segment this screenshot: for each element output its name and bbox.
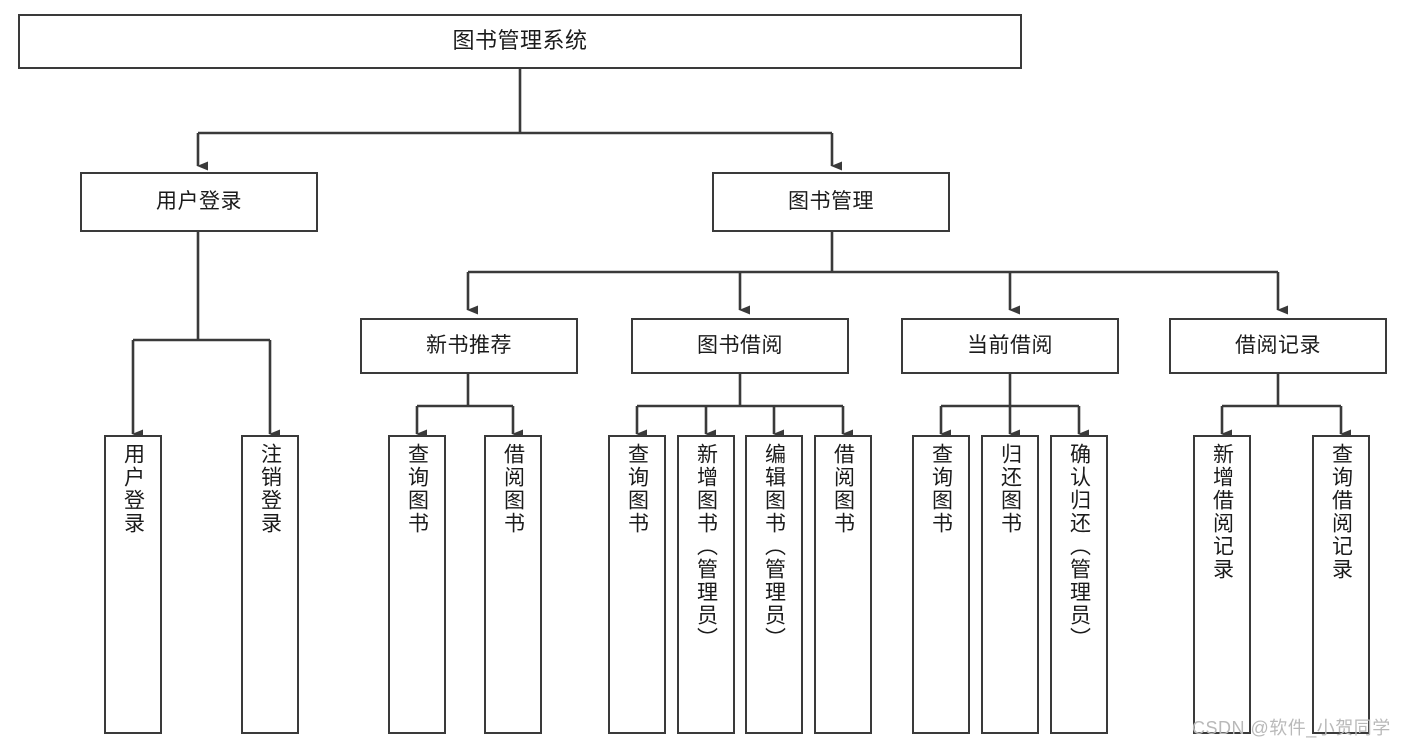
leaf-borrow-book[interactable]: 借阅图书 <box>814 435 872 734</box>
node-label: 借阅图书 <box>501 443 525 535</box>
node-label: 查询图书 <box>625 443 649 535</box>
node-label: 确认归还（管理员） <box>1067 443 1091 650</box>
node-label: 当前借阅 <box>967 334 1053 358</box>
node-label: 注销登录 <box>258 443 282 535</box>
leaf-borrow-book-recommend[interactable]: 借阅图书 <box>484 435 542 734</box>
node-user-login[interactable]: 用户登录 <box>80 172 318 232</box>
node-label: 新增图书（管理员） <box>694 443 718 650</box>
node-root-system[interactable]: 图书管理系统 <box>18 14 1022 69</box>
node-label: 借阅记录 <box>1235 334 1321 358</box>
leaf-edit-book[interactable]: 编辑图书（管理员） <box>745 435 803 734</box>
leaf-add-book[interactable]: 新增图书（管理员） <box>677 435 735 734</box>
leaf-logout-login[interactable]: 注销登录 <box>241 435 299 734</box>
leaf-add-borrow-record[interactable]: 新增借阅记录 <box>1193 435 1251 734</box>
node-label: 查询借阅记录 <box>1329 443 1353 581</box>
node-label: 归还图书 <box>998 443 1022 535</box>
node-book-borrow[interactable]: 图书借阅 <box>631 318 849 374</box>
node-new-book-recommend[interactable]: 新书推荐 <box>360 318 578 374</box>
leaf-user-login[interactable]: 用户登录 <box>104 435 162 734</box>
node-label: 查询图书 <box>929 443 953 535</box>
node-label: 新增借阅记录 <box>1210 443 1234 581</box>
node-current-borrow[interactable]: 当前借阅 <box>901 318 1119 374</box>
node-label: 用户登录 <box>121 443 145 535</box>
csdn-watermark: CSDN @软件_小贺同学 <box>1192 718 1391 738</box>
node-label: 图书管理系统 <box>452 28 588 54</box>
node-label: 借阅图书 <box>831 443 855 535</box>
node-label: 图书管理 <box>788 190 874 214</box>
node-book-manage[interactable]: 图书管理 <box>712 172 950 232</box>
leaf-query-book-recommend[interactable]: 查询图书 <box>388 435 446 734</box>
node-borrow-record[interactable]: 借阅记录 <box>1169 318 1387 374</box>
leaf-query-book-borrow[interactable]: 查询图书 <box>608 435 666 734</box>
node-label: 查询图书 <box>405 443 429 535</box>
node-label: 编辑图书（管理员） <box>762 443 786 650</box>
leaf-return-book[interactable]: 归还图书 <box>981 435 1039 734</box>
node-label: 图书借阅 <box>697 334 783 358</box>
leaf-query-book-current[interactable]: 查询图书 <box>912 435 970 734</box>
node-label: 新书推荐 <box>426 334 512 358</box>
leaf-confirm-return[interactable]: 确认归还（管理员） <box>1050 435 1108 734</box>
node-label: 用户登录 <box>156 190 242 214</box>
leaf-query-borrow-record[interactable]: 查询借阅记录 <box>1312 435 1370 734</box>
